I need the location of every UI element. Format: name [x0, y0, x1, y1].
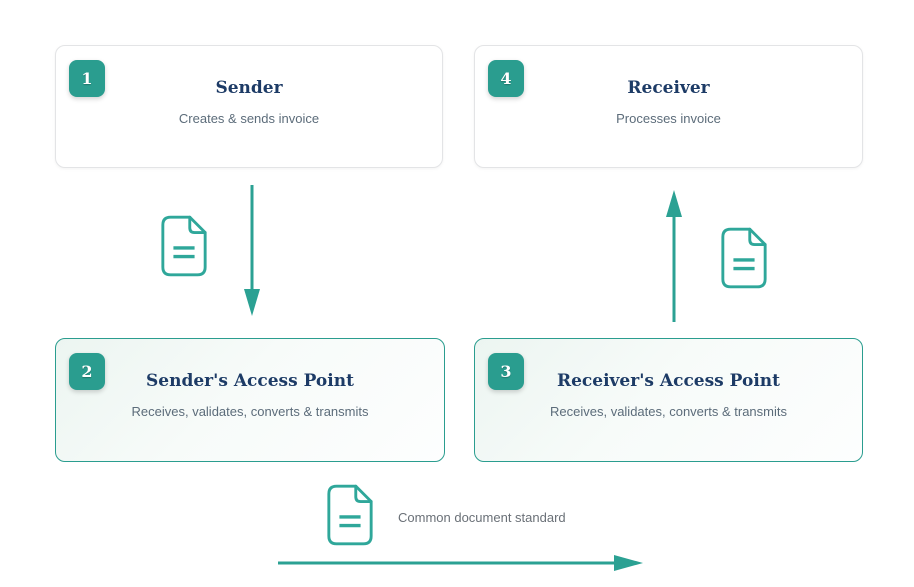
common-standard-label: Common document standard — [398, 510, 566, 525]
step-badge-3: 3 — [488, 353, 524, 390]
document-icon — [161, 215, 207, 277]
document-icon — [721, 227, 767, 289]
box-receiver-access-point: 3 Receiver's Access Point Receives, vali… — [474, 338, 863, 462]
up-arrow-icon — [666, 190, 682, 322]
sender-access-point-title: Sender's Access Point — [146, 371, 354, 391]
sender-subtitle: Creates & sends invoice — [178, 111, 320, 126]
step-badge-1: 1 — [69, 60, 105, 97]
sender-access-point-subtitle: Receives, validates, converts & transmit… — [131, 404, 369, 419]
receiver-subtitle: Processes invoice — [616, 111, 721, 126]
step-badge-4: 4 — [488, 60, 524, 97]
receiver-access-point-title: Receiver's Access Point — [556, 371, 781, 391]
document-icon — [327, 484, 373, 546]
step-badge-2: 2 — [69, 353, 105, 390]
right-arrow-icon — [278, 555, 643, 571]
box-sender: 1 Sender Creates & sends invoice — [55, 45, 443, 168]
receiver-title: Receiver — [627, 78, 710, 98]
receiver-access-point-subtitle: Receives, validates, converts & transmit… — [550, 404, 787, 419]
sender-title: Sender — [215, 78, 283, 98]
down-arrow-icon — [244, 185, 260, 316]
box-sender-access-point: 2 Sender's Access Point Receives, valida… — [55, 338, 445, 462]
box-receiver: 4 Receiver Processes invoice — [474, 45, 863, 168]
